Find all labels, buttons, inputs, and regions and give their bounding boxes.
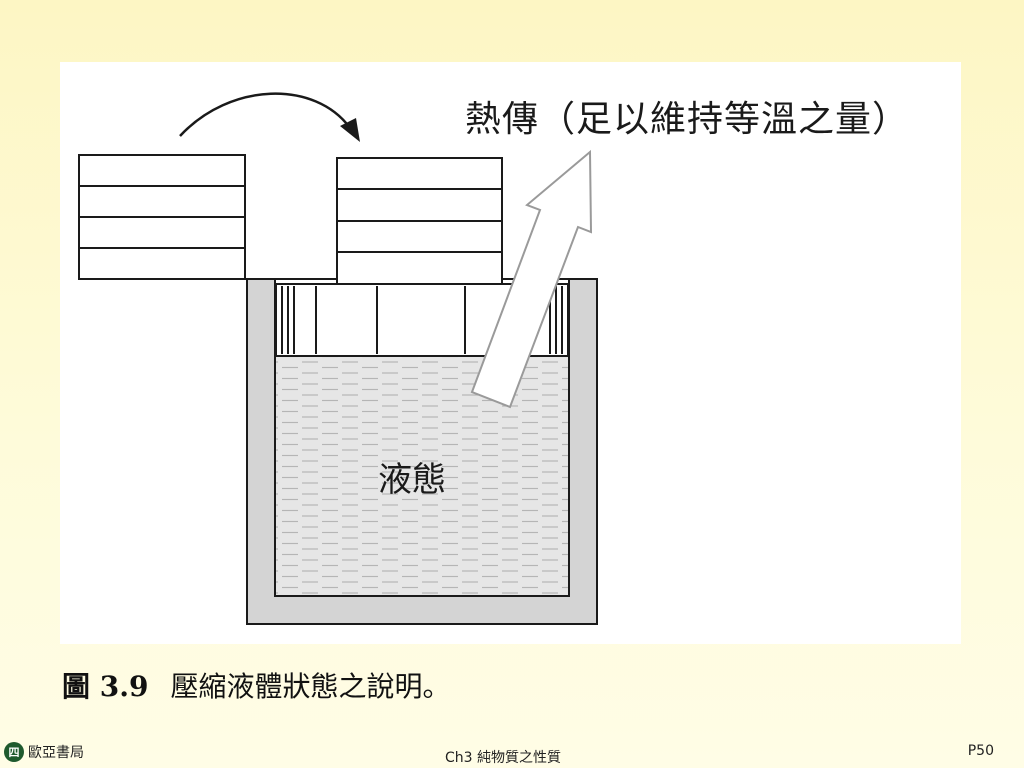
caption-text: 壓縮液體狀態之說明。 bbox=[170, 670, 451, 703]
heat-transfer-label: 熱傳（足以維持等溫之量） bbox=[465, 99, 910, 140]
weight-stack-left bbox=[78, 154, 246, 280]
liquid-state-label: 液態 bbox=[378, 460, 446, 500]
footer-publisher: 四 歐亞書局 bbox=[4, 742, 84, 762]
weight-stack-on-piston bbox=[336, 157, 503, 285]
footer-chapter: Ch3 純物質之性質 bbox=[445, 750, 562, 766]
figure-caption: 圖 3.9 壓縮液體狀態之說明。 bbox=[62, 665, 450, 705]
liquid-region bbox=[276, 357, 568, 595]
curved-arrow-icon bbox=[179, 92, 360, 142]
publisher-logo-icon: 四 bbox=[4, 742, 24, 762]
figure-number: 圖 3.9 bbox=[62, 670, 149, 703]
page-number: P50 bbox=[967, 743, 994, 759]
figure-panel: 熱傳（足以維持等溫之量） 液態 bbox=[60, 62, 961, 644]
heat-transfer-arrow-icon bbox=[470, 149, 593, 409]
piston-cylinder-diagram bbox=[78, 92, 598, 625]
publisher-name: 歐亞書局 bbox=[28, 745, 84, 761]
